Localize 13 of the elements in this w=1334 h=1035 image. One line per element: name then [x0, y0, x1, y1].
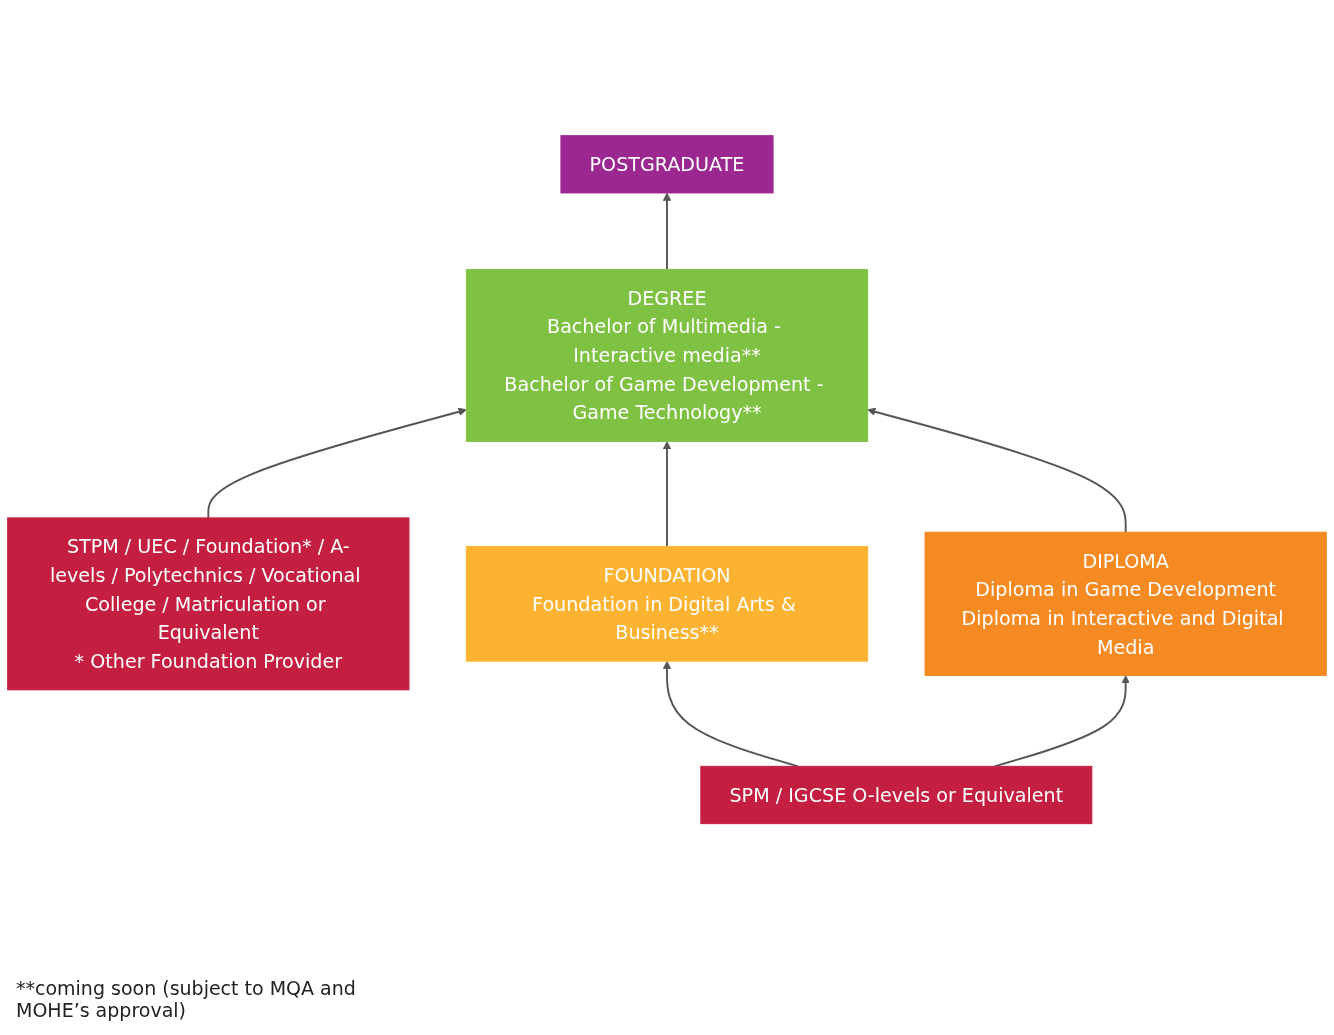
arrow	[867, 408, 1127, 534]
node-box: STPM / UEC / Foundation* / A-levels / Polytechnics / Vocational College / Matriculation or Equivalent * Other Foundation Provider	[7, 517, 410, 691]
node-box: DEGREE Bachelor of Multimedia - Interactive media** Bachelor of Game Development - Game Technology**	[465, 269, 869, 443]
arrow	[207, 408, 467, 520]
arrow	[662, 661, 799, 768]
footnote: **coming soon (subject to MQA and MOHE’s approval)	[16, 977, 357, 1021]
arrow	[662, 441, 672, 548]
node-box: DIPLOMA Diploma in Game Development Diploma in Interactive and Digital Media	[924, 532, 1327, 677]
arrow	[662, 192, 672, 271]
node-box: POSTGRADUATE	[560, 135, 774, 194]
node-box: FOUNDATION Foundation in Digital Arts & Business**	[465, 546, 869, 663]
node-box: SPM / IGCSE O-levels or Equivalent	[700, 766, 1093, 825]
arrow	[993, 675, 1130, 768]
